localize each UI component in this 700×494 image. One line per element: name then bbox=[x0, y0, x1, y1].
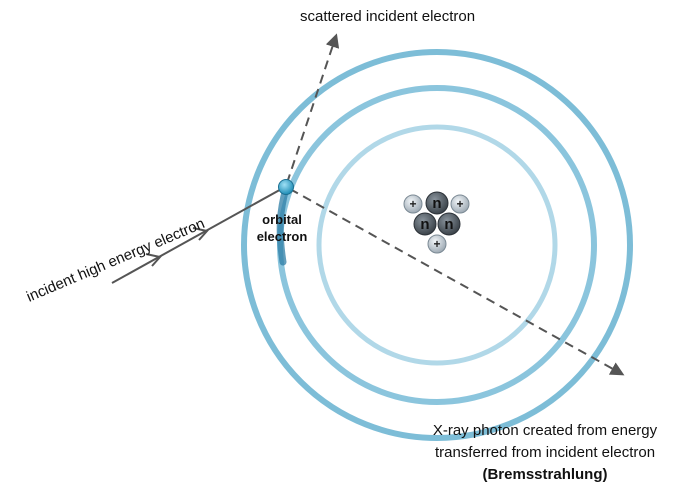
orbital-label-line-1: orbital bbox=[262, 212, 302, 227]
neutron-particle bbox=[413, 212, 437, 236]
xray-label-line-2: transferred from incident electron bbox=[434, 444, 656, 461]
proton-particle bbox=[403, 194, 423, 214]
orbital-electron-label: orbital electron bbox=[246, 211, 318, 245]
neutron-symbol: n bbox=[420, 216, 429, 233]
incident-arrow-chevron-1 bbox=[145, 253, 162, 267]
proton-particle bbox=[450, 194, 470, 214]
xray-photon-label: X-ray photon created from energy transfe… bbox=[400, 420, 690, 486]
proton-symbol: + bbox=[409, 197, 416, 211]
orbital-electron bbox=[278, 179, 294, 195]
neutron-particle bbox=[425, 191, 449, 215]
scattered-electron-path bbox=[286, 33, 340, 184]
orbital-label-line-2: electron bbox=[256, 229, 308, 244]
incident-electron-path bbox=[111, 186, 286, 284]
neutron-particle bbox=[437, 212, 461, 236]
neutron-symbol: n bbox=[444, 216, 453, 233]
proton-symbol: + bbox=[433, 237, 440, 251]
xray-label-line-1: X-ray photon created from energy bbox=[432, 422, 658, 439]
inner-orbit bbox=[316, 124, 558, 366]
neutron-symbol: n bbox=[432, 195, 441, 212]
incident-arrow-chevron-2 bbox=[192, 227, 209, 241]
proton-particle bbox=[427, 234, 447, 254]
scattered-electron-label: scattered incident electron bbox=[300, 8, 476, 25]
xray-label-line-3: (Bremsstrahlung) bbox=[482, 466, 608, 483]
proton-symbol: + bbox=[456, 197, 463, 211]
outer-orbit bbox=[241, 49, 633, 441]
xray-photon-path bbox=[289, 188, 625, 376]
